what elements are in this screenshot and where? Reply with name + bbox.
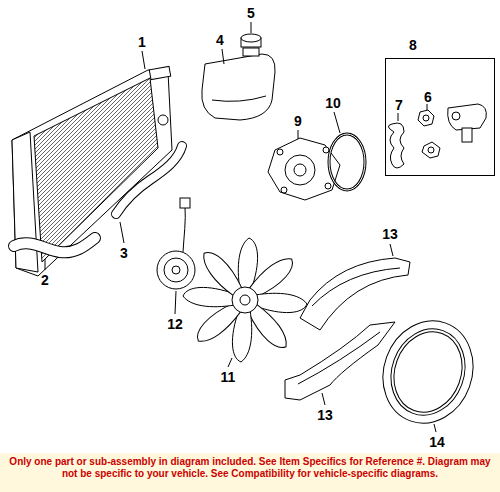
leader-line: [142, 51, 145, 69]
leader-line: [298, 130, 299, 139]
leader-line: [175, 291, 176, 314]
callout-number: 13: [382, 226, 398, 242]
lower-hose: [14, 238, 95, 252]
leader-line: [228, 358, 232, 367]
callout-number: 14: [429, 434, 445, 450]
callout-number: 12: [167, 316, 183, 332]
callout-number: 7: [395, 97, 403, 113]
fan-ring: [369, 308, 487, 436]
coolant-reservoir: [202, 48, 275, 120]
leader-line: [45, 259, 46, 270]
callout-number: 5: [247, 5, 255, 21]
callout-number: 10: [325, 95, 341, 111]
callout-number: 9: [294, 113, 302, 129]
fan-clutch-sensor: [157, 198, 195, 289]
lower-shroud: [285, 322, 395, 400]
leader-line: [434, 424, 436, 432]
callout-number: 8: [409, 37, 417, 53]
callout-number: 3: [120, 245, 128, 261]
callout-number: 4: [216, 32, 224, 48]
leader-line: [120, 222, 124, 243]
reservoir-cap: [241, 34, 261, 47]
callout-number: 6: [424, 89, 432, 105]
leader-line: [398, 113, 399, 121]
leader-line: [251, 22, 252, 33]
upper-shroud: [300, 258, 410, 330]
leader-line: [334, 112, 340, 133]
o-ring: [329, 134, 365, 190]
cooling-fan: [183, 238, 307, 362]
upper-hose: [116, 146, 182, 214]
group-box: 876: [385, 58, 495, 176]
callout-number: 11: [221, 369, 236, 385]
leader-line: [322, 393, 325, 405]
leader-line: [390, 244, 393, 256]
callout-number: 13: [317, 407, 333, 423]
footer-band: [0, 453, 500, 492]
leader-line: [222, 49, 224, 64]
disclaimer-note: Only one part or sub-assembly in diagram…: [4, 456, 496, 479]
sensor-kit: [388, 104, 486, 168]
callout-number: 2: [41, 272, 49, 288]
radiator: [12, 66, 172, 276]
callout-number: 1: [138, 34, 146, 50]
